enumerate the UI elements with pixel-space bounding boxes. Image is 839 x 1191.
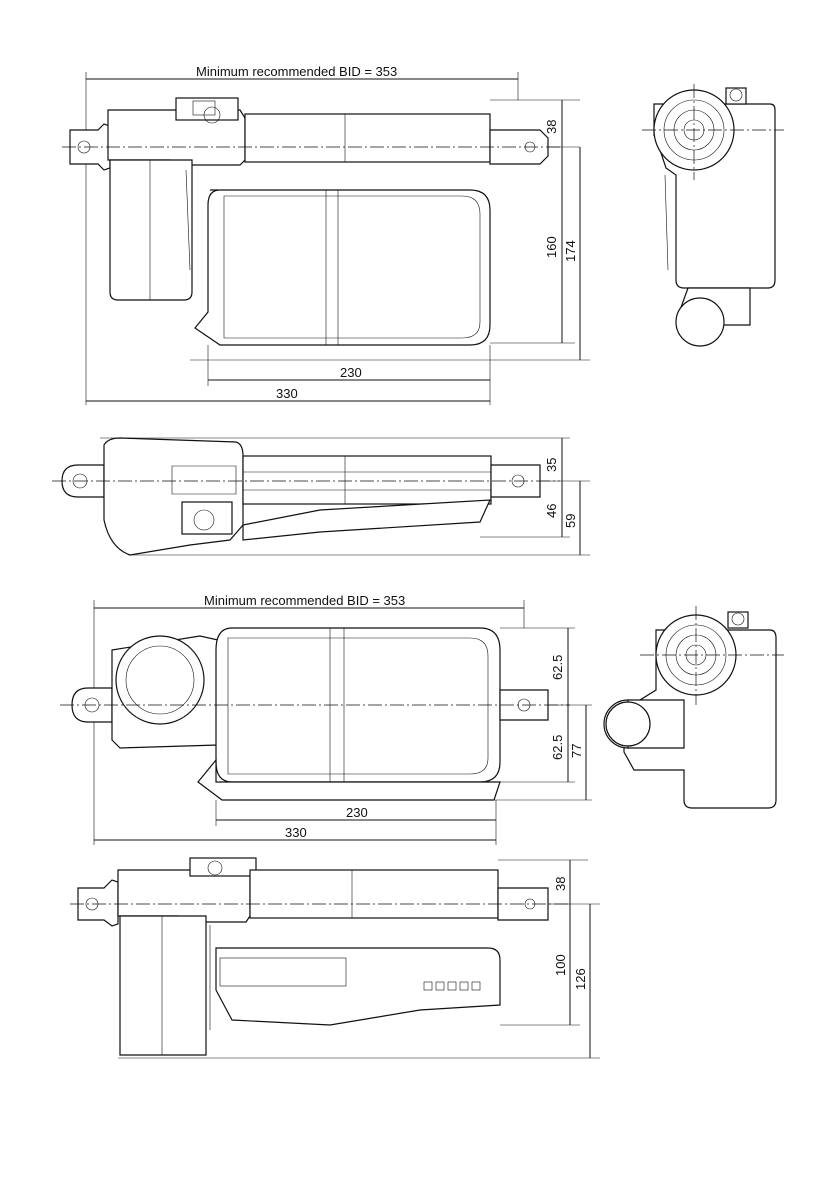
dim-46: 46	[544, 504, 559, 518]
dim-59: 59	[563, 514, 578, 528]
dim-62-5-top: 62.5	[550, 655, 565, 680]
view-3-top: Minimum recommended BID = 353 62.5 62.5 …	[60, 593, 592, 845]
dim-62-5-bottom: 62.5	[550, 735, 565, 760]
dim-77: 77	[569, 744, 584, 758]
dim-100: 100	[553, 954, 568, 976]
dim-330: 330	[276, 386, 298, 401]
view-4-side: 38 100 126	[70, 858, 600, 1058]
dim-230: 230	[340, 365, 362, 380]
view-1-top: Minimum recommended BID = 353 38	[62, 64, 590, 405]
dim-160: 160	[544, 236, 559, 258]
end-view-1	[642, 84, 784, 346]
view-2-side: 35 46 59	[52, 438, 590, 555]
bid-label-2: Minimum recommended BID = 353	[204, 593, 405, 608]
end-view-2	[604, 606, 784, 808]
dim-38: 38	[544, 120, 559, 134]
bid-label: Minimum recommended BID = 353	[196, 64, 397, 79]
dim-174: 174	[563, 240, 578, 262]
dim-230-2: 230	[346, 805, 368, 820]
dim-330-2: 330	[285, 825, 307, 840]
dim-38-2: 38	[553, 877, 568, 891]
dim-126: 126	[573, 968, 588, 990]
dim-35-label: 35	[544, 458, 559, 472]
